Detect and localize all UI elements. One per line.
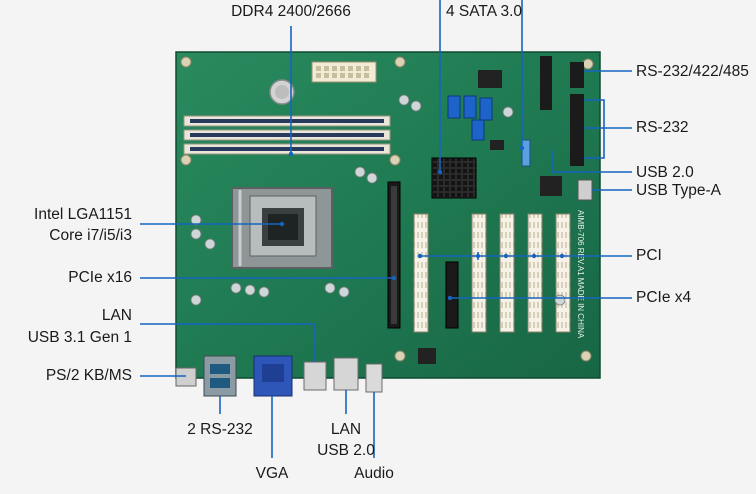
label-rs232-422-485: RS-232/422/485 <box>636 63 749 80</box>
label-cpu-line1: Intel LGA1151 <box>34 206 132 223</box>
chipset-heatsink <box>431 157 477 199</box>
label-pcie-x4: PCIe x4 <box>636 289 692 306</box>
mounting-holes <box>180 56 594 362</box>
sata-ports <box>447 95 493 141</box>
leader-lines <box>140 0 632 458</box>
label-lan-bottom: LAN <box>330 421 362 438</box>
label-usb-type-a: USB Type-A <box>636 182 722 199</box>
label-rs232: RS-232 <box>636 119 689 136</box>
label-pci: PCI <box>636 247 662 264</box>
dimm-slots <box>183 115 391 155</box>
leader-dots <box>279 145 565 301</box>
com-headers <box>540 56 584 166</box>
board-model-text: AIMB-706 REV.A1 MADE IN CHINA <box>576 210 585 339</box>
label-pcie-x16: PCIe x16 <box>68 269 132 286</box>
label-vga: VGA <box>255 465 289 482</box>
label-sata: 4 SATA 3.0 <box>445 3 523 20</box>
label-audio: Audio <box>354 465 394 482</box>
label-usb20-right: USB 2.0 <box>636 164 694 181</box>
ps2-port <box>175 367 197 387</box>
lan-usb20-port <box>333 357 359 391</box>
atx-power-connector <box>311 61 377 83</box>
rear-io <box>175 355 383 397</box>
capacitors <box>190 94 566 306</box>
label-ps2: PS/2 KB/MS <box>45 367 132 384</box>
chips <box>418 70 562 364</box>
label-usb20-bottom: USB 2.0 <box>317 442 375 459</box>
com-ports-rear <box>203 355 237 397</box>
pcie-x4-slot <box>445 261 459 329</box>
label-ddr4: DDR4 2400/2666 <box>231 3 351 20</box>
label-usb31: USB 3.1 Gen 1 <box>27 329 132 346</box>
usb-type-a-port <box>577 179 593 201</box>
audio-port <box>365 363 383 393</box>
label-cpu-line2: Core i7/i5/i3 <box>49 227 132 244</box>
lan-usb31-port <box>303 361 327 391</box>
label-lan-left: LAN <box>101 307 132 324</box>
label-2-rs232: 2 RS-232 <box>187 421 253 438</box>
